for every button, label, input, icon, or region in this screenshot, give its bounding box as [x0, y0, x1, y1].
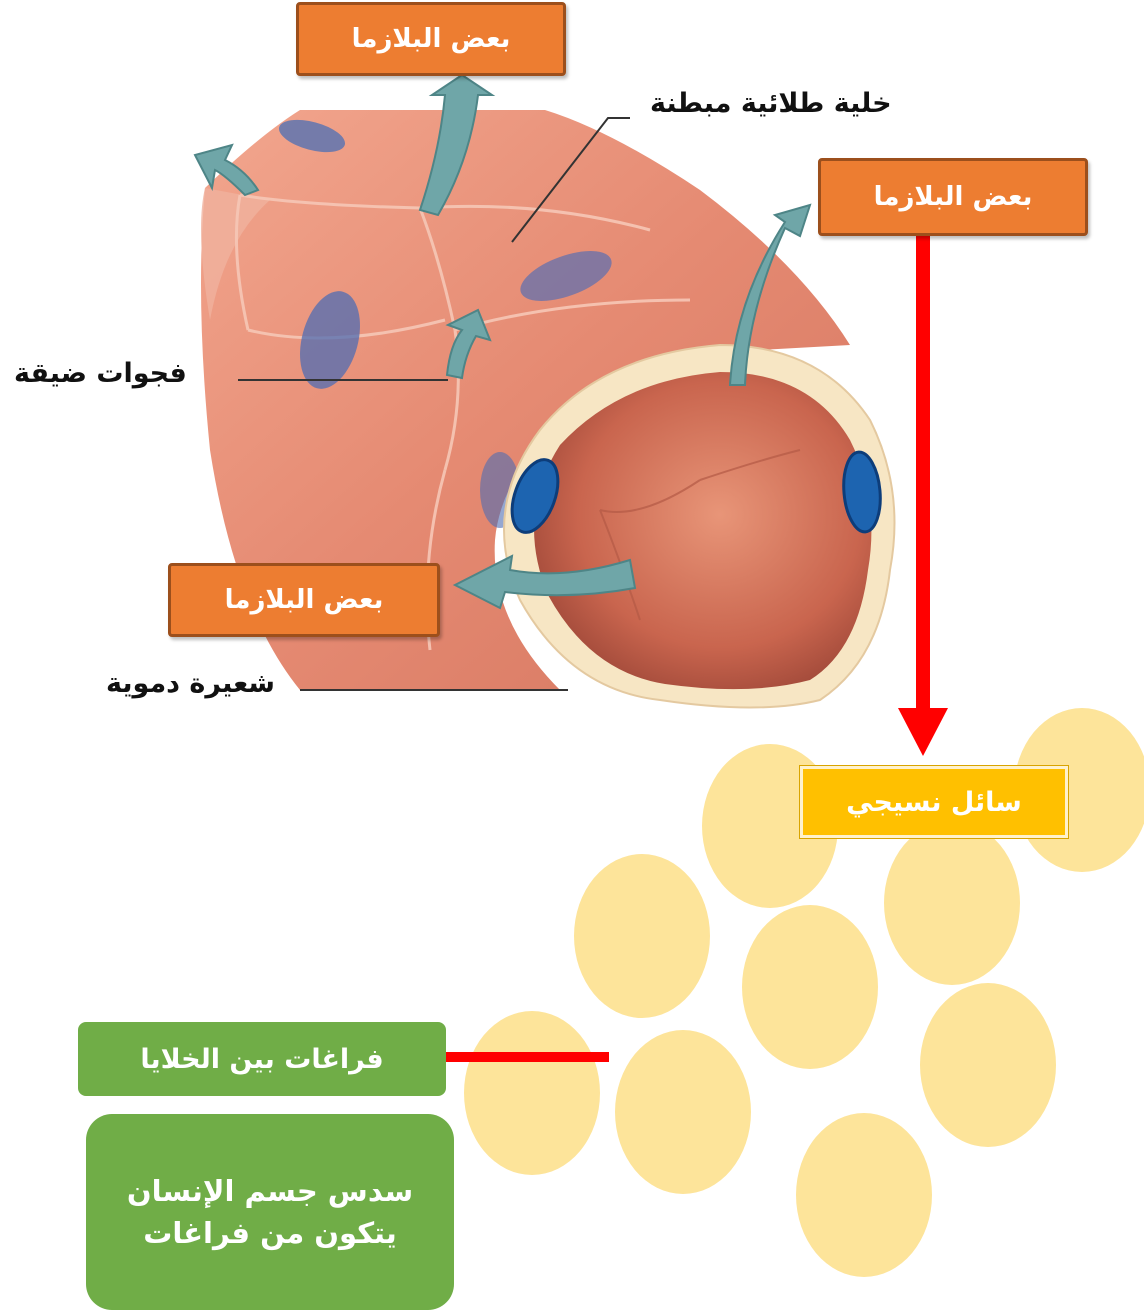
body-cell [464, 1011, 600, 1175]
body-cell [742, 905, 878, 1069]
spaces-pointer-line [445, 1052, 609, 1062]
plasma-label-bottom: بعض البلازما [168, 563, 440, 637]
tissue-fluid-arrow [898, 232, 948, 756]
plasma-label-top: بعض البلازما [296, 2, 566, 76]
body-cell [574, 854, 710, 1018]
body-cell [884, 821, 1020, 985]
narrow-gaps-label: فجوات ضيقة [14, 358, 187, 389]
lining-cell-label: خلية طلائية مبطنة [650, 88, 892, 119]
spaces-between-cells-label: فراغات بين الخلايا [78, 1022, 446, 1096]
body-cell [920, 983, 1056, 1147]
plasma-label-right: بعض البلازما [818, 158, 1088, 236]
tissue-fluid-label: سائل نسيجي [800, 766, 1068, 838]
note-line-2: يتكون من فراغات [143, 1212, 397, 1254]
note-line-1: سدس جسم الإنسان [127, 1170, 413, 1212]
capillary-label: شعيرة دموية [106, 668, 275, 699]
body-spaces-note: سدس جسم الإنسان يتكون من فراغات [86, 1114, 454, 1310]
body-cell [796, 1113, 932, 1277]
body-cell [615, 1030, 751, 1194]
